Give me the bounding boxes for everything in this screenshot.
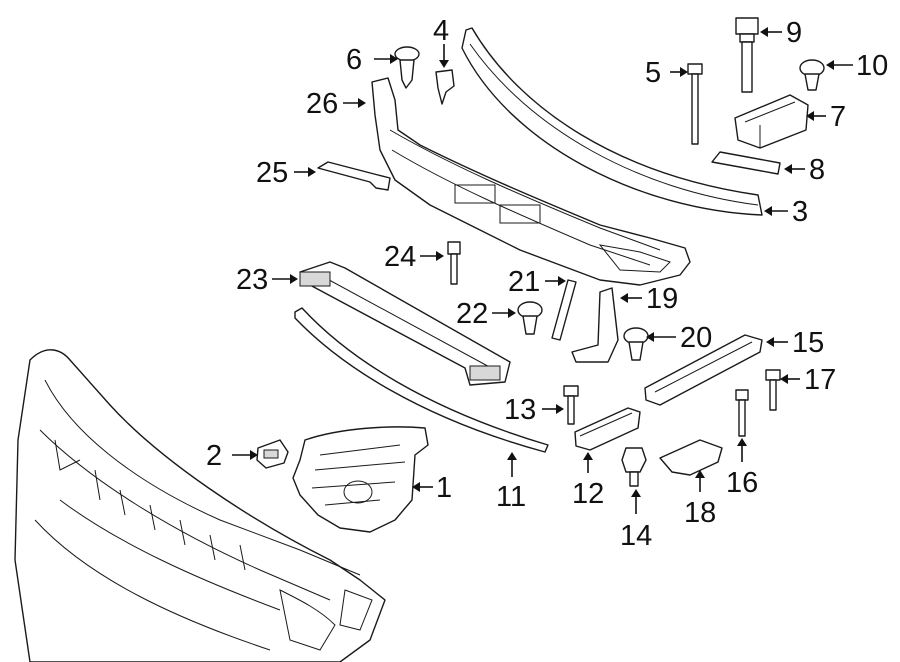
part-7-bracket: [734, 94, 809, 149]
part-1-bracket: [292, 426, 429, 533]
callout-15: 15: [792, 327, 824, 359]
callout-2: 2: [206, 440, 222, 472]
callout-18: 18: [684, 497, 716, 529]
callout-4: 4: [433, 15, 449, 47]
callout-5: 5: [645, 57, 661, 89]
bumper-cover: [14, 349, 386, 662]
callout-26: 26: [306, 88, 338, 120]
part-24-pin: [447, 241, 461, 285]
callout-12: 12: [572, 478, 604, 510]
callout-8: 8: [809, 154, 825, 186]
part-18-deflector: [659, 439, 723, 476]
part-26-absorber: [371, 77, 691, 286]
callout-19: 19: [646, 283, 678, 315]
callout-9: 9: [786, 17, 802, 49]
part-4-retainer: [435, 69, 455, 105]
callout-3: 3: [792, 196, 808, 228]
part-25-bracket: [317, 161, 391, 191]
part-11-trim: [294, 307, 549, 453]
callout-25: 25: [256, 157, 288, 189]
part-5-bolt: [687, 63, 703, 145]
part-14-bolt: [621, 447, 647, 487]
callout-21: 21: [508, 266, 540, 298]
callout-22: 22: [456, 298, 488, 330]
callout-6: 6: [346, 44, 362, 76]
part-6-pin: [394, 46, 420, 89]
part-23-rail: [299, 261, 511, 386]
callout-24: 24: [384, 241, 416, 273]
part-12-block: [574, 407, 641, 451]
callout-16: 16: [726, 467, 758, 499]
part-9-bolt: [735, 17, 759, 93]
part-15-rail: [644, 334, 763, 406]
callout-14: 14: [620, 520, 652, 552]
callout-11: 11: [496, 481, 526, 513]
part-2-clip: [256, 439, 289, 469]
part-10-rivet: [799, 59, 825, 91]
callout-13: 13: [504, 394, 536, 426]
part-22-pin: [517, 301, 543, 335]
callout-20: 20: [680, 322, 712, 354]
callout-17: 17: [804, 364, 836, 396]
part-21-strip: [551, 279, 577, 341]
callout-10: 10: [856, 50, 888, 82]
part-17-screw: [765, 369, 781, 411]
callout-23: 23: [236, 264, 268, 296]
part-16-stud: [735, 389, 749, 437]
callout-1: 1: [436, 472, 452, 504]
part-13-screw: [563, 385, 579, 425]
leader-lines: [232, 27, 853, 514]
part-20-pin: [623, 327, 649, 361]
part-8-shim: [711, 151, 781, 175]
part-19-bracket: [571, 287, 619, 363]
part-3-reinforcement: [461, 27, 763, 216]
callout-labels: 1 2 3 4 5 6 7 8 9 10 11 12 13 14 15 16 1…: [206, 15, 888, 552]
callout-7: 7: [830, 101, 846, 133]
